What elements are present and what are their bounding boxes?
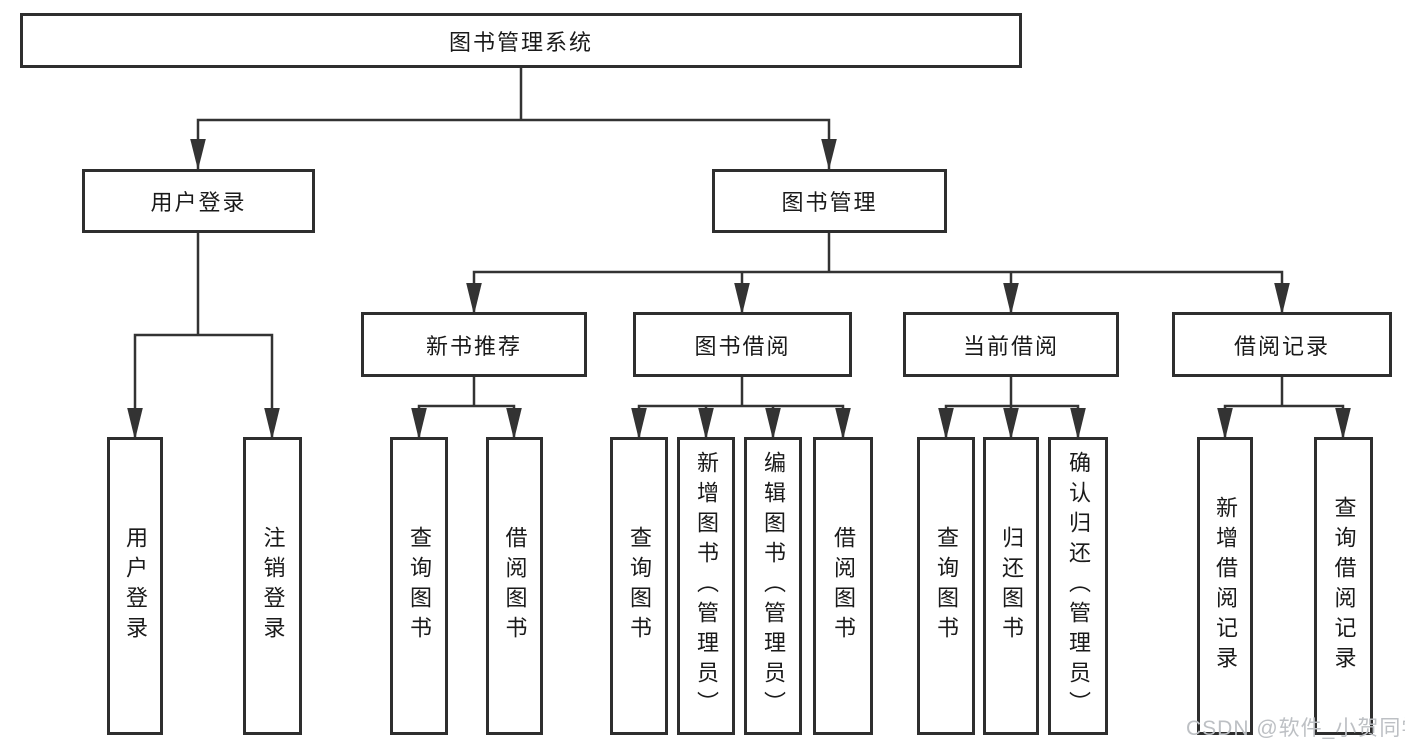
node-new-book-recommend: 新书推荐 [361, 312, 587, 377]
leaf-logout-login: 注销登录 [243, 437, 302, 735]
connector-book-mgmt-children [466, 233, 1290, 315]
connector-recommend-children [411, 377, 522, 440]
node-library-system-label: 图书管理系统 [448, 29, 593, 55]
leaf-recommend-query-books: 查询图书 [390, 437, 448, 735]
leaf-borrowing-edit-books-admin-label: 编辑图书（管理员） [761, 451, 786, 721]
node-current-borrowing: 当前借阅 [903, 312, 1119, 377]
leaf-current-query-books-label: 查询图书 [934, 526, 959, 646]
leaf-current-query-books: 查询图书 [917, 437, 975, 735]
watermark: CSDN @软件_小贺同学 [1186, 717, 1405, 740]
connector-records-children [1217, 377, 1351, 440]
node-user-login-label: 用户登录 [150, 190, 247, 215]
node-book-borrowing: 图书借阅 [633, 312, 852, 377]
leaf-records-add-record-label: 新增借阅记录 [1213, 496, 1238, 676]
leaf-records-query-record-label: 查询借阅记录 [1331, 496, 1357, 676]
connector-current-children [938, 377, 1086, 440]
node-user-login: 用户登录 [82, 169, 315, 233]
leaf-borrowing-edit-books-admin: 编辑图书（管理员） [744, 437, 802, 735]
leaf-records-query-record: 查询借阅记录 [1314, 437, 1373, 735]
leaf-user-login: 用户登录 [107, 437, 163, 735]
leaf-records-add-record: 新增借阅记录 [1197, 437, 1253, 735]
node-current-borrowing-label: 当前借阅 [962, 333, 1059, 359]
leaf-recommend-query-books-label: 查询图书 [407, 526, 432, 646]
node-book-borrowing-label: 图书借阅 [694, 333, 791, 359]
node-book-management-label: 图书管理 [781, 190, 878, 215]
connector-borrowing-children [631, 377, 851, 440]
leaf-user-login-label: 用户登录 [123, 526, 148, 646]
leaf-current-confirm-return-admin-label: 确认归还（管理员） [1066, 451, 1091, 721]
connector-root-to-level1 [190, 68, 837, 170]
leaf-borrowing-query-books-label: 查询图书 [627, 526, 652, 646]
leaf-recommend-borrow-books-label: 借阅图书 [502, 526, 528, 646]
leaf-current-return-books: 归还图书 [983, 437, 1039, 735]
leaf-borrowing-add-books-admin-label: 新增图书（管理员） [694, 451, 719, 721]
leaf-borrowing-borrow-books-label: 借阅图书 [831, 526, 856, 646]
node-book-management: 图书管理 [712, 169, 947, 233]
connector-user-login-children [127, 233, 280, 440]
leaf-current-return-books-label: 归还图书 [999, 526, 1024, 646]
node-new-book-recommend-label: 新书推荐 [425, 333, 522, 359]
node-borrow-records-label: 借阅记录 [1233, 333, 1330, 359]
leaf-borrowing-add-books-admin: 新增图书（管理员） [677, 437, 735, 735]
leaf-logout-login-label: 注销登录 [260, 526, 286, 646]
leaf-borrowing-query-books: 查询图书 [610, 437, 668, 735]
leaf-recommend-borrow-books: 借阅图书 [486, 437, 543, 735]
node-library-system: 图书管理系统 [20, 13, 1022, 68]
leaf-current-confirm-return-admin: 确认归还（管理员） [1048, 437, 1108, 735]
leaf-borrowing-borrow-books: 借阅图书 [813, 437, 873, 735]
node-borrow-records: 借阅记录 [1172, 312, 1392, 377]
